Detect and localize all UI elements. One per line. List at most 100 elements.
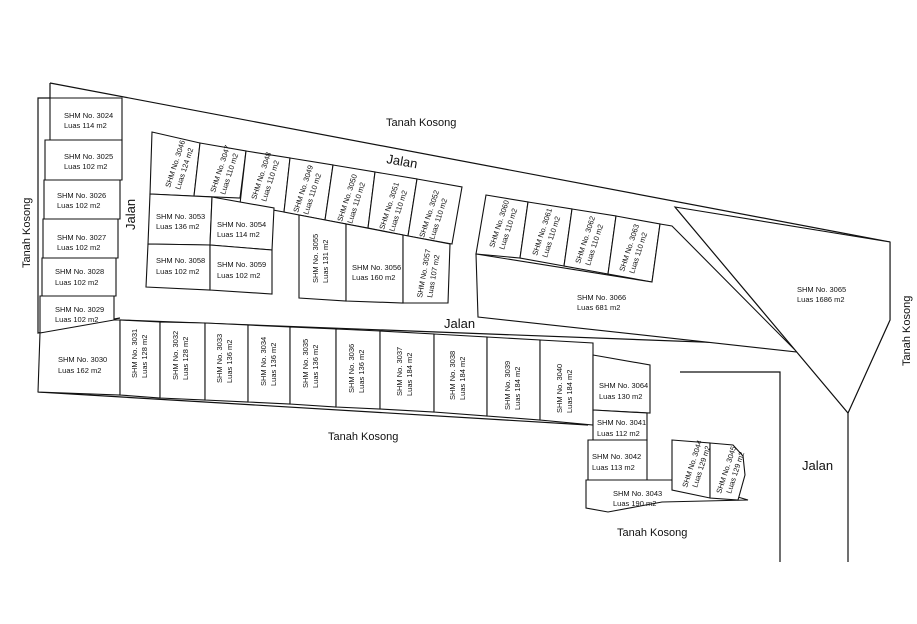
- lot-3063[interactable]: SHM No. 3063 Luas 110 m2: [607, 215, 661, 283]
- lot-3049[interactable]: SHM No. 3049 Luas 110 m2: [283, 157, 334, 221]
- lot-3025-area: Luas 102 m2: [64, 162, 107, 171]
- lot-3060[interactable]: SHM No. 3060 Luas 110 m2: [475, 194, 529, 259]
- lot-3043-area: Luas 190 m2: [613, 499, 656, 508]
- lot-3036-number: SHM No. 3036: [347, 344, 356, 393]
- lot-3045[interactable]: SHM No. 3045 Luas 129 m2: [709, 442, 746, 501]
- label-jalan-left: Jalan: [123, 199, 138, 230]
- lot-3038-number: SHM No. 3038: [448, 351, 457, 400]
- lot-3034[interactable]: SHM No. 3034 Luas 136 m2: [247, 324, 291, 405]
- lot-3053[interactable]: SHM No. 3053 Luas 136 m2: [147, 193, 213, 246]
- lot-3064[interactable]: SHM No. 3064 Luas 130 m2: [592, 354, 651, 414]
- lot-3031[interactable]: SHM No. 3031 Luas 128 m2: [119, 319, 161, 399]
- lot-3059[interactable]: SHM No. 3059 Luas 102 m2: [209, 244, 273, 295]
- lot-3031-number: SHM No. 3031: [130, 329, 139, 378]
- lot-3058[interactable]: SHM No. 3058 Luas 102 m2: [145, 243, 211, 291]
- lot-3030[interactable]: SHM No. 3030 Luas 162 m2: [37, 319, 121, 396]
- lot-3065-number: SHM No. 3065: [797, 285, 846, 294]
- lot-3054-number: SHM No. 3054: [217, 220, 266, 229]
- lot-3035-number: SHM No. 3035: [301, 339, 310, 388]
- lot-3032[interactable]: SHM No. 3032 Luas 128 m2: [159, 321, 206, 401]
- lot-3052[interactable]: SHM No. 3052 Luas 110 m2: [407, 178, 463, 245]
- lot-3043-number: SHM No. 3043: [613, 489, 662, 498]
- lot-3035-area: Luas 136 m2: [311, 345, 320, 388]
- lot-3024-area: Luas 114 m2: [64, 121, 107, 130]
- lot-3064-number: SHM No. 3064: [599, 381, 648, 390]
- right-road-edge: [680, 371, 781, 562]
- lot-3026-area: Luas 102 m2: [57, 201, 100, 210]
- lot-3055-area: Luas 131 m2: [321, 240, 330, 283]
- lot-3055[interactable]: SHM No. 3055 Luas 131 m2: [298, 214, 347, 302]
- lot-3059-number: SHM No. 3059: [217, 260, 266, 269]
- lot-3056[interactable]: SHM No. 3056 Luas 160 m2: [345, 223, 404, 304]
- lot-3046[interactable]: SHM No. 3046 Luas 124 m2: [149, 131, 201, 197]
- lot-3027[interactable]: SHM No. 3027 Luas 102 m2: [42, 218, 119, 259]
- lot-3040[interactable]: SHM No. 3040 Luas 184 m2: [539, 339, 594, 426]
- lot-3034-area: Luas 136 m2: [269, 343, 278, 386]
- lot-3028-number: SHM No. 3028: [55, 267, 104, 276]
- lot-3055-number: SHM No. 3055: [311, 234, 320, 283]
- lot-3042[interactable]: SHM No. 3042 Luas 113 m2: [587, 439, 648, 481]
- lot-3037-number: SHM No. 3037: [395, 347, 404, 396]
- lot-3053-area: Luas 136 m2: [156, 222, 199, 231]
- lot-3048[interactable]: SHM No. 3048 Luas 110 m2: [239, 150, 291, 213]
- lot-3066-area: Luas 681 m2: [577, 303, 620, 312]
- lot-3058-area: Luas 102 m2: [156, 267, 199, 276]
- lot-3031-area: Luas 128 m2: [140, 335, 149, 378]
- lot-3040-number: SHM No. 3040: [555, 364, 564, 413]
- lot-3025[interactable]: SHM No. 3025 Luas 102 m2: [44, 139, 123, 181]
- lot-3036[interactable]: SHM No. 3036 Luas 136 m2: [335, 328, 381, 410]
- lot-3038[interactable]: SHM No. 3038 Luas 184 m2: [433, 333, 488, 417]
- lot-3056-number: SHM No. 3056: [352, 263, 401, 272]
- lot-3056-area: Luas 160 m2: [352, 273, 395, 282]
- lot-3036-area: Luas 136 m2: [357, 350, 366, 393]
- label-tanah-kosong-right: Tanah Kosong: [901, 296, 913, 366]
- lot-3057[interactable]: SHM No. 3057 Luas 107 m2: [402, 234, 451, 304]
- lot-3028-area: Luas 102 m2: [55, 278, 98, 287]
- lot-3037-area: Luas 184 m2: [405, 353, 414, 396]
- lot-3035[interactable]: SHM No. 3035 Luas 136 m2: [289, 326, 337, 408]
- lot-3058-number: SHM No. 3058: [156, 256, 205, 265]
- lot-3065-area: Luas 1686 m2: [797, 295, 845, 304]
- lot-3027-area: Luas 102 m2: [57, 243, 100, 252]
- lot-3026[interactable]: SHM No. 3026 Luas 102 m2: [43, 179, 121, 220]
- lot-3065[interactable]: SHM No. 3065 Luas 1686 m2: [673, 206, 891, 415]
- lot-3030-area: Luas 162 m2: [58, 366, 101, 375]
- lot-3050[interactable]: SHM No. 3050 Luas 110 m2: [324, 164, 376, 229]
- lot-3030-number: SHM No. 3030: [58, 355, 107, 364]
- lot-3042-number: SHM No. 3042: [592, 452, 641, 461]
- lot-3027-number: SHM No. 3027: [57, 233, 106, 242]
- label-jalan-top: Jalan: [385, 151, 418, 171]
- lot-3033[interactable]: SHM No. 3033 Luas 136 m2: [204, 322, 249, 403]
- lot-3032-area: Luas 128 m2: [181, 337, 190, 380]
- lot-3062[interactable]: SHM No. 3062 Luas 110 m2: [563, 208, 617, 275]
- lot-3024-number: SHM No. 3024: [64, 111, 113, 120]
- label-tanah-kosong-top: Tanah Kosong: [386, 117, 456, 129]
- lot-3029-number: SHM No. 3029: [55, 305, 104, 314]
- lot-3054-area: Luas 114 m2: [217, 230, 260, 239]
- lot-3040-area: Luas 184 m2: [565, 370, 574, 413]
- label-tanah-kosong-left: Tanah Kosong: [21, 198, 33, 268]
- label-tanah-kosong-bottom-right: Tanah Kosong: [617, 527, 687, 539]
- lot-3033-number: SHM No. 3033: [215, 334, 224, 383]
- boundary-top-edge: [49, 82, 891, 243]
- lot-3061[interactable]: SHM No. 3061 Luas 110 m2: [519, 201, 573, 267]
- lot-3032-number: SHM No. 3032: [171, 331, 180, 380]
- lot-3053-number: SHM No. 3053: [156, 212, 205, 221]
- lot-3047[interactable]: SHM No. 3047 Luas 110 m2: [193, 142, 247, 199]
- lot-3026-number: SHM No. 3026: [57, 191, 106, 200]
- lot-3028[interactable]: SHM No. 3028 Luas 102 m2: [41, 257, 117, 297]
- lot-3034-number: SHM No. 3034: [259, 337, 268, 386]
- lot-3044[interactable]: SHM No. 3044 Luas 129 m2: [671, 439, 712, 499]
- lot-3041[interactable]: SHM No. 3041 Luas 112 m2: [592, 409, 648, 441]
- label-tanah-kosong-bottom: Tanah Kosong: [328, 431, 398, 443]
- lot-3066[interactable]: SHM No. 3066 Luas 681 m2: [475, 223, 799, 353]
- lot-3024[interactable]: SHM No. 3024 Luas 114 m2: [49, 97, 123, 141]
- lot-3066-number: SHM No. 3066: [577, 293, 626, 302]
- lot-3029-area: Luas 102 m2: [55, 315, 98, 324]
- lot-3037[interactable]: SHM No. 3037 Luas 184 m2: [379, 330, 435, 413]
- lot-3051[interactable]: SHM No. 3051 Luas 110 m2: [367, 171, 418, 237]
- lot-3039[interactable]: SHM No. 3039 Luas 184 m2: [486, 336, 541, 421]
- bottom-line: [37, 391, 589, 426]
